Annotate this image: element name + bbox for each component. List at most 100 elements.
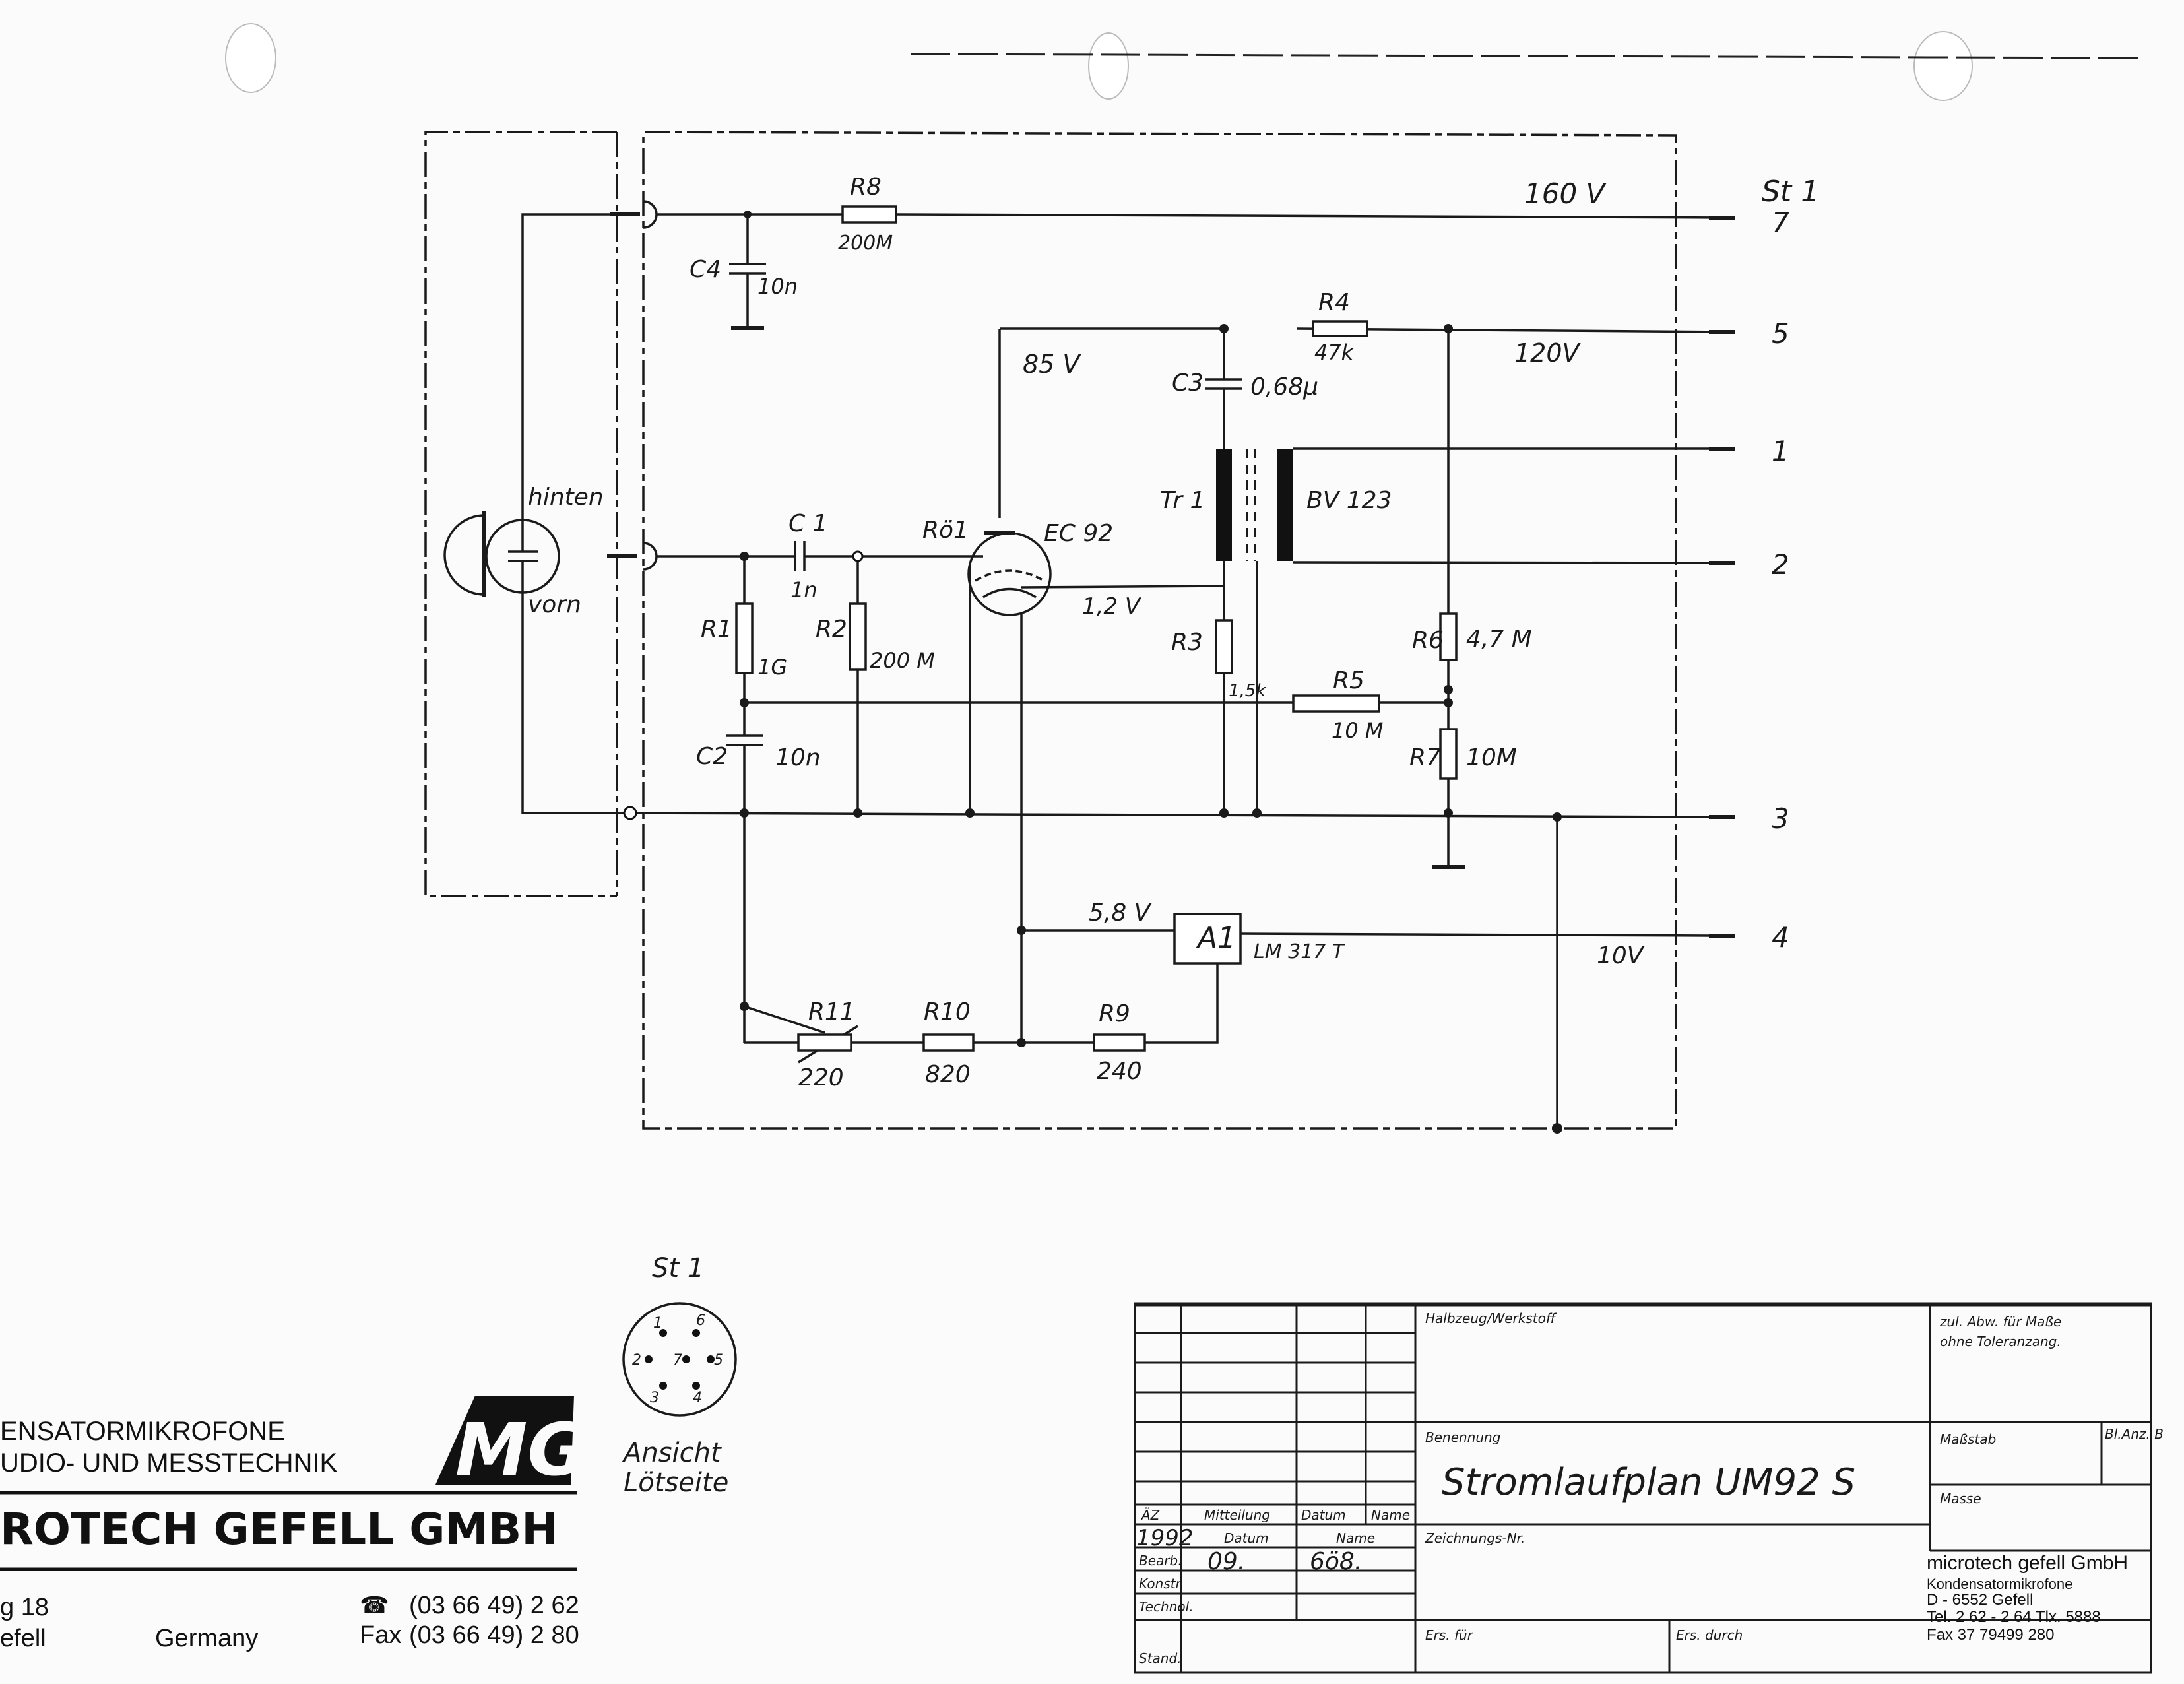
capsule-front-label: vorn [528, 591, 581, 618]
company-line-1: ENSATORMIKROFONE [0, 1417, 285, 1446]
company-country: Germany [155, 1625, 258, 1652]
resistor-r5 [1292, 694, 1380, 713]
tb-halbzeug: Halbzeug/Werkstoff [1425, 1311, 1557, 1326]
value-r11: 220 [798, 1064, 844, 1091]
value-r7: 10M [1466, 744, 1517, 771]
tb-firm-3: D - 6552 Gefell [1927, 1591, 2033, 1609]
tb-masse: Masse [1940, 1491, 1981, 1506]
tb-datum: Datum [1301, 1507, 1346, 1523]
value-c1: 1n [790, 577, 818, 602]
voltage-160: 160 V [1524, 178, 1607, 210]
tb-firm-5: Fax 37 79499 280 [1927, 1626, 2055, 1644]
company-phone: (03 66 49) 2 62 [409, 1592, 579, 1619]
pin-4: 4 [1772, 921, 1789, 954]
value-r8: 200M [838, 232, 893, 255]
company-fax: (03 66 49) 2 80 [409, 1621, 579, 1649]
label-c2: C2 [696, 743, 728, 770]
value-r6: 4,7 M [1466, 626, 1532, 653]
pin-3: 3 [1772, 802, 1789, 835]
view-caption-2: Lötseite [624, 1468, 728, 1498]
tb-bearb: Bearb. [1139, 1553, 1182, 1569]
connector-view-label: St 1 [652, 1253, 704, 1283]
junction-dots [623, 210, 1562, 1134]
label-r1: R1 [701, 616, 732, 643]
pin-2: 2 [1772, 548, 1789, 581]
title-block: Halbzeug/Werkstoff zul. Abw. für Maße oh… [1134, 1302, 2164, 1674]
tb-konstr: Konstr. [1139, 1576, 1184, 1592]
tb-firm-4: Tel. 2 62 - 2 64 Tlx. 5888 [1927, 1608, 2101, 1626]
value-r2: 200 M [870, 648, 935, 673]
resistor-r9 [1093, 1033, 1146, 1052]
capsule-back-label: hinten [528, 484, 604, 511]
view-pin-4: 4 [693, 1390, 702, 1406]
view-pin-3: 3 [650, 1390, 659, 1406]
enclosure-frames [424, 131, 1677, 1130]
value-r4: 47k [1314, 340, 1355, 365]
pin-5: 5 [1772, 317, 1789, 350]
tb-massstab: Maßstab [1940, 1431, 1996, 1447]
phone-icon: ☎ [360, 1592, 389, 1619]
connector-view: St 1 1 2 3 4 5 6 7 Ansicht Lötseite [622, 1253, 737, 1498]
voltage-12: 1,2 V [1082, 593, 1142, 620]
tb-datum-2: Datum [1224, 1530, 1269, 1546]
capsule-symbol [443, 511, 560, 597]
connector-label: St 1 [1762, 175, 1819, 209]
value-c3: 0,68µ [1250, 373, 1318, 401]
resistor-r1 [735, 602, 754, 674]
voltage-10: 10V [1597, 942, 1645, 969]
label-r2: R2 [816, 616, 847, 643]
label-r7: R7 [1409, 744, 1441, 771]
punch-hole [225, 23, 276, 93]
regulator-a1 [1173, 913, 1242, 965]
resistor-r11 [797, 1033, 852, 1052]
label-a1: A1 [1196, 921, 1236, 955]
label-tr1: Tr 1 [1160, 487, 1205, 514]
pin-7: 7 [1772, 207, 1789, 239]
company-address-2: efell [0, 1625, 46, 1652]
tb-technol: Technol. [1139, 1599, 1194, 1615]
voltage-120: 120V [1514, 339, 1582, 368]
tb-tolerance-2: ohne Toleranzang. [1940, 1334, 2061, 1349]
label-tube: Rö1 [922, 517, 969, 544]
label-r5: R5 [1333, 667, 1365, 694]
view-pin-2: 2 [632, 1352, 641, 1369]
view-pin-7: 7 [673, 1352, 682, 1369]
tb-name: Name [1371, 1507, 1410, 1523]
label-c3: C3 [1172, 370, 1204, 397]
tb-bearb-name: 6ö8. [1310, 1548, 1362, 1575]
view-pin-6: 6 [696, 1312, 705, 1329]
resistor-r3 [1215, 619, 1233, 674]
value-a1: LM 317 T [1254, 940, 1346, 963]
logo-text: MG [455, 1408, 587, 1492]
value-r5: 10 M [1332, 718, 1384, 743]
company-logo: MG [435, 1396, 587, 1492]
tube-ec92 [967, 531, 1052, 616]
company-block: ENSATORMIKROFONE UDIO- UND MESSTECHNIK M… [0, 1396, 587, 1652]
tb-mitteilung: Mitteilung [1204, 1507, 1270, 1523]
value-c2: 10n [775, 744, 821, 771]
label-r6: R6 [1412, 627, 1444, 654]
tb-stand: Stand. [1139, 1650, 1182, 1666]
tb-az: ÄZ [1140, 1507, 1161, 1523]
label-r3: R3 [1171, 629, 1203, 656]
label-r4: R4 [1318, 289, 1350, 316]
view-caption-1: Ansicht [622, 1438, 722, 1468]
transformer-tr1 [1216, 449, 1293, 561]
value-c4: 10n [757, 274, 798, 299]
view-pin-5: 5 [714, 1352, 723, 1369]
value-r10: 820 [925, 1061, 971, 1088]
value-r1: 1G [757, 655, 787, 680]
company-fax-label: Fax [360, 1621, 401, 1649]
label-r11: R11 [808, 998, 855, 1025]
resistors [735, 205, 1458, 1052]
tb-ers-durch: Ers. durch [1676, 1627, 1743, 1643]
tb-firm-1: microtech gefell GmbH [1927, 1552, 2128, 1574]
punch-hole [1088, 32, 1129, 100]
drawing-title: Stromlaufplan UM92 S [1442, 1461, 1855, 1504]
tb-zeichnung: Zeichnungs-Nr. [1425, 1530, 1525, 1546]
value-tube: EC 92 [1044, 520, 1113, 547]
pin-1: 1 [1772, 435, 1789, 467]
voltage-85: 85 V [1023, 350, 1081, 379]
punch-hole [1913, 31, 1973, 101]
